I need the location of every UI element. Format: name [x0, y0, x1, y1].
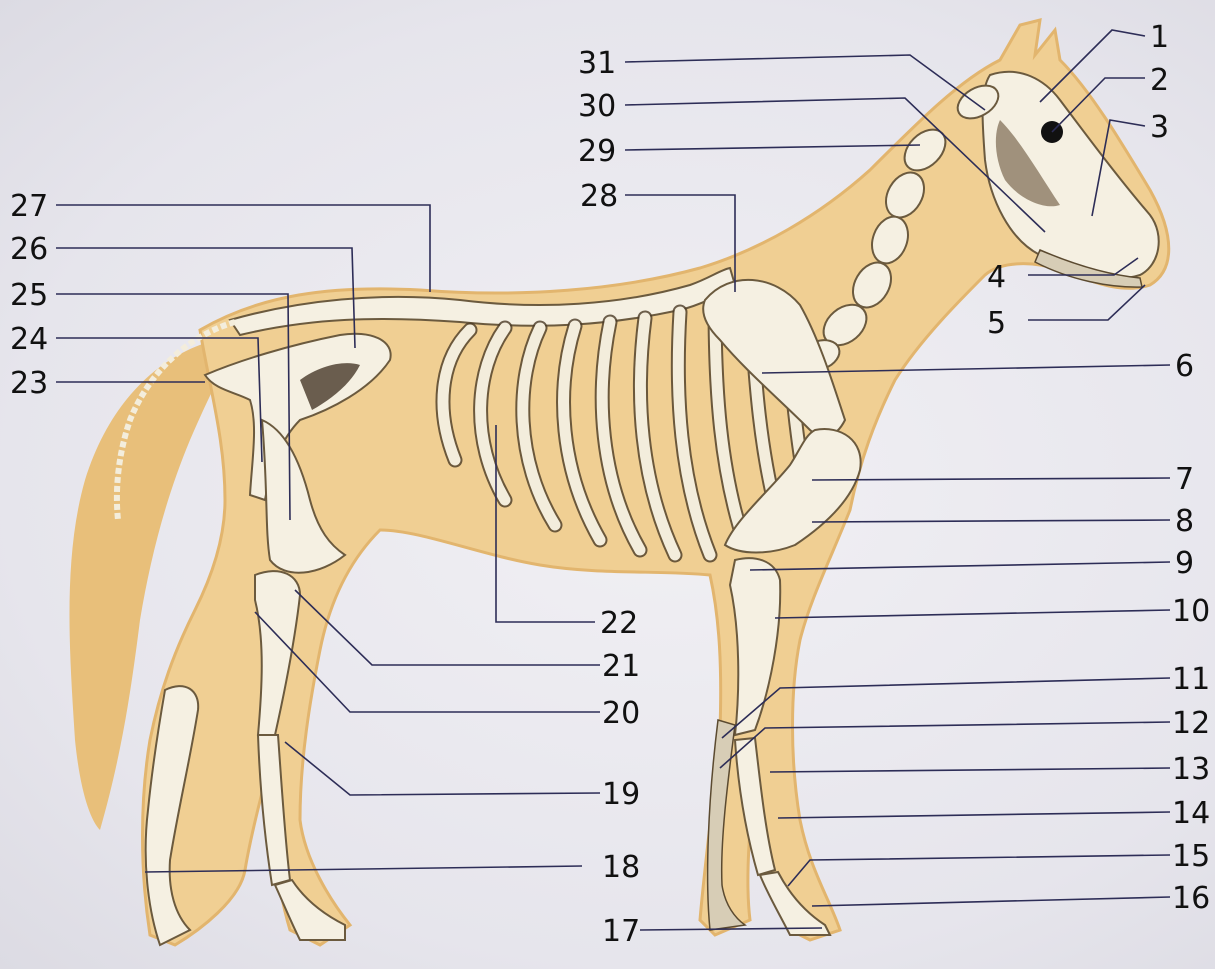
label-22: 22	[600, 606, 638, 641]
label-14: 14	[1172, 796, 1210, 831]
leader-21	[295, 590, 600, 665]
label-6: 6	[1175, 349, 1194, 384]
leader-5	[1028, 285, 1145, 320]
label-1: 1	[1150, 20, 1169, 55]
label-21: 21	[602, 649, 640, 684]
leader-29	[625, 145, 920, 150]
label-9: 9	[1175, 546, 1194, 581]
label-28: 28	[580, 179, 618, 214]
label-20: 20	[602, 696, 640, 731]
leader-16	[812, 897, 1170, 906]
label-27: 27	[10, 189, 48, 224]
leader-15	[788, 855, 1170, 886]
label-7: 7	[1175, 462, 1194, 497]
leader-13	[770, 768, 1170, 772]
label-19: 19	[602, 777, 640, 812]
label-30: 30	[578, 89, 616, 124]
label-3: 3	[1150, 110, 1169, 145]
leader-14	[778, 812, 1170, 818]
label-24: 24	[10, 322, 48, 357]
leader-31	[625, 55, 985, 110]
label-23: 23	[10, 366, 48, 401]
label-12: 12	[1172, 706, 1210, 741]
leader-7	[812, 478, 1170, 480]
label-17: 17	[602, 914, 640, 949]
label-25: 25	[10, 278, 48, 313]
label-15: 15	[1172, 839, 1210, 874]
label-31: 31	[578, 46, 616, 81]
label-16: 16	[1172, 881, 1210, 916]
leader-10	[775, 610, 1170, 618]
label-13: 13	[1172, 752, 1210, 787]
label-2: 2	[1150, 63, 1169, 98]
leader-19	[285, 742, 600, 795]
label-18: 18	[602, 850, 640, 885]
leader-8	[812, 520, 1170, 522]
label-29: 29	[578, 134, 616, 169]
label-11: 11	[1172, 662, 1210, 697]
label-4: 4	[987, 260, 1006, 295]
label-10: 10	[1172, 594, 1210, 629]
label-5: 5	[987, 306, 1006, 341]
label-26: 26	[10, 232, 48, 267]
label-8: 8	[1175, 504, 1194, 539]
